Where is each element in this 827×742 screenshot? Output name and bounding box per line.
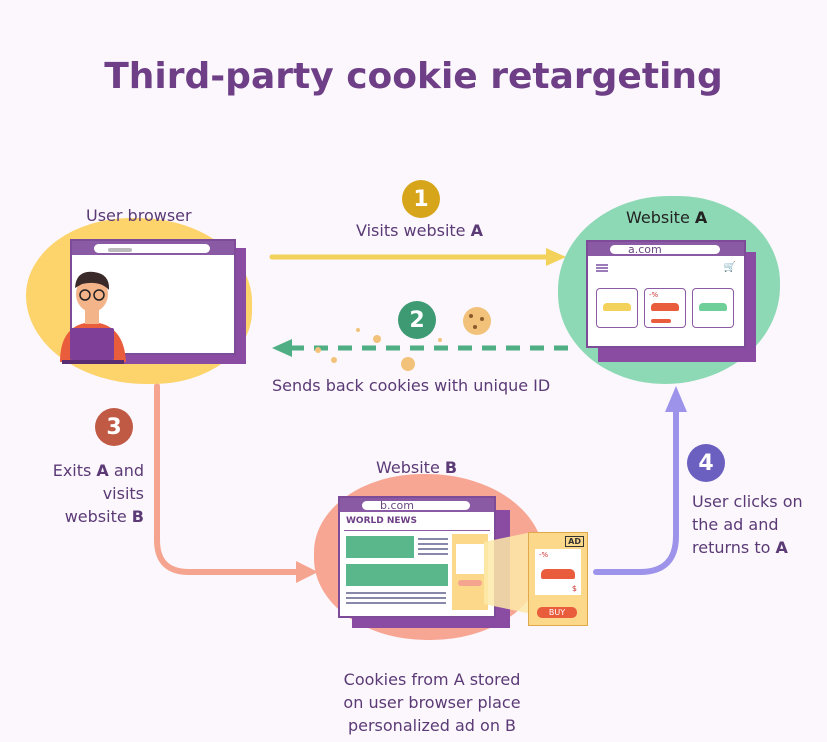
step-3-label: Exits A and visits website B (52, 461, 144, 526)
step-2-label: Sends back cookies with unique ID (272, 376, 551, 395)
step-1-label: Visits website A (356, 221, 483, 240)
arrow-exits-to-b (154, 383, 303, 575)
step-4-label: User clicks on the ad and returns to A (692, 492, 803, 557)
ad-badge: AD (565, 536, 584, 547)
website-a-url: a.com (610, 244, 720, 255)
website-b-label: Website B (376, 458, 458, 477)
arrow-visits-a-head (546, 248, 566, 266)
step-4-badge: 4 (687, 444, 725, 482)
arrow-cookies-back-head (272, 339, 292, 357)
website-a-window: a.com 🛒 -% (586, 240, 746, 348)
user-avatar (60, 271, 126, 364)
ad-card[interactable]: AD -% $ BUY (528, 532, 588, 626)
website-b-url: b.com (362, 500, 470, 511)
step-1-badge: 1 (402, 180, 440, 218)
step-3-badge: 3 (95, 408, 133, 446)
user-browser-label: User browser (86, 206, 192, 225)
step-2-badge: 2 (398, 301, 436, 339)
arrow-return-to-a-head (665, 386, 687, 412)
cookie-icons (315, 307, 491, 371)
page-title: Third-party cookie retargeting (104, 56, 723, 97)
cart-icon: 🛒 (723, 262, 736, 273)
buy-button[interactable]: BUY (537, 607, 577, 618)
shoe-icon (541, 569, 575, 579)
website-b-window: b.com WORLD NEWS (338, 496, 496, 618)
website-b-headline: WORLD NEWS (346, 516, 417, 526)
arrow-exits-to-b-head (296, 561, 318, 583)
website-a-label: Website A (626, 208, 708, 227)
arrow-return-to-a (593, 407, 679, 575)
caption: Cookies from A stored on user browser pl… (343, 670, 521, 735)
